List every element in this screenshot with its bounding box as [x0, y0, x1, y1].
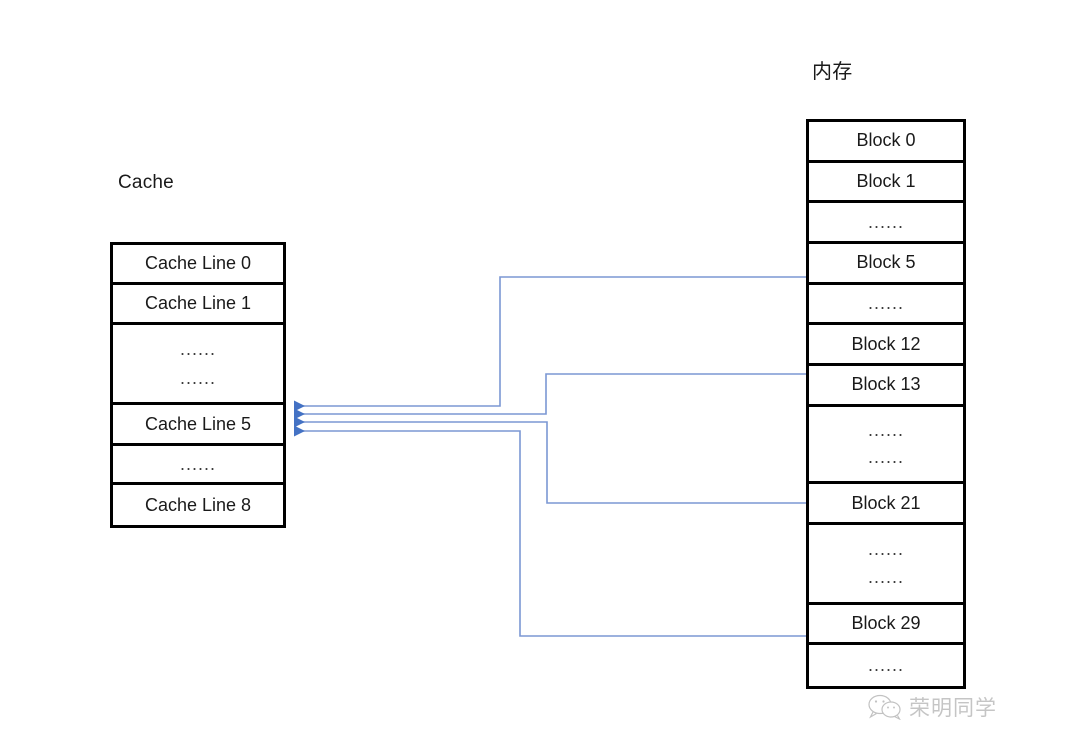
- cache-line-row: Cache Line 8: [113, 485, 283, 525]
- memory-table: Block 0 Block 1...... Block 5...... Block 1…: [806, 119, 966, 689]
- memory-block-row-label: Block 29: [851, 612, 921, 633]
- wechat-icon: [868, 694, 901, 720]
- cache-line-row-label: ......: [179, 338, 216, 359]
- cache-line-row-label: Cache Line 0: [144, 252, 252, 273]
- memory-block-row: ......: [809, 203, 963, 245]
- cache-line-row-label: Cache Line 5: [144, 413, 252, 434]
- memory-block-row: Block 12: [809, 325, 963, 367]
- memory-block-row-label: Block 0: [856, 130, 916, 151]
- cache-line-row: ......: [113, 445, 283, 486]
- connector-line: [294, 425, 806, 637]
- cache-title-label: Cache: [118, 172, 174, 193]
- memory-block-row: ......: [809, 284, 963, 326]
- cache-line-row-label: Cache Line 1: [144, 292, 252, 313]
- memory-block-row-label: Block 12: [851, 333, 921, 354]
- memory-block-row-label: ......: [867, 211, 904, 232]
- connector-line: [294, 276, 806, 412]
- memory-block-row-label: ......: [867, 655, 904, 676]
- memory-block-row: Block 21: [809, 484, 963, 526]
- memory-block-row-label: ......: [867, 419, 904, 440]
- cache-table: Cache Line 0 Cache Line 1............ Cach…: [110, 242, 286, 528]
- cache-line-row-label: ......: [179, 367, 216, 388]
- connector-line: [294, 373, 806, 420]
- cache-line-row-label: ......: [179, 453, 216, 474]
- memory-block-row-label: ......: [867, 293, 904, 314]
- watermark-text: 荣明同学: [909, 697, 997, 720]
- memory-block-row-label: Block 5: [856, 252, 916, 273]
- cache-line-row: Cache Line 0: [113, 245, 283, 285]
- cache-line-row: ............: [113, 325, 283, 406]
- memory-block-row-label: ......: [867, 566, 904, 587]
- memory-block-row-label: Block 21: [851, 492, 921, 513]
- memory-block-row: Block 1: [809, 162, 963, 204]
- memory-block-row-label: ......: [867, 538, 904, 559]
- cache-line-row: Cache Line 5: [113, 405, 283, 446]
- memory-block-row-label: Block 13: [851, 374, 921, 395]
- memory-block-row: Block 29: [809, 604, 963, 646]
- memory-title-label: 内存: [812, 61, 853, 83]
- memory-block-row: ............: [809, 525, 963, 605]
- connector-line: [294, 416, 806, 504]
- memory-block-row: Block 13: [809, 366, 963, 407]
- memory-block-row: ............: [809, 406, 963, 485]
- memory-block-row-label: ......: [867, 447, 904, 468]
- memory-block-row: Block 0: [809, 122, 963, 163]
- memory-block-row: Block 5: [809, 244, 963, 285]
- memory-block-row: ......: [809, 645, 963, 686]
- watermark: 荣明同学: [868, 692, 997, 722]
- memory-block-row-label: Block 1: [856, 171, 916, 192]
- cache-line-row-label: Cache Line 8: [144, 494, 252, 515]
- cache-line-row: Cache Line 1: [113, 284, 283, 326]
